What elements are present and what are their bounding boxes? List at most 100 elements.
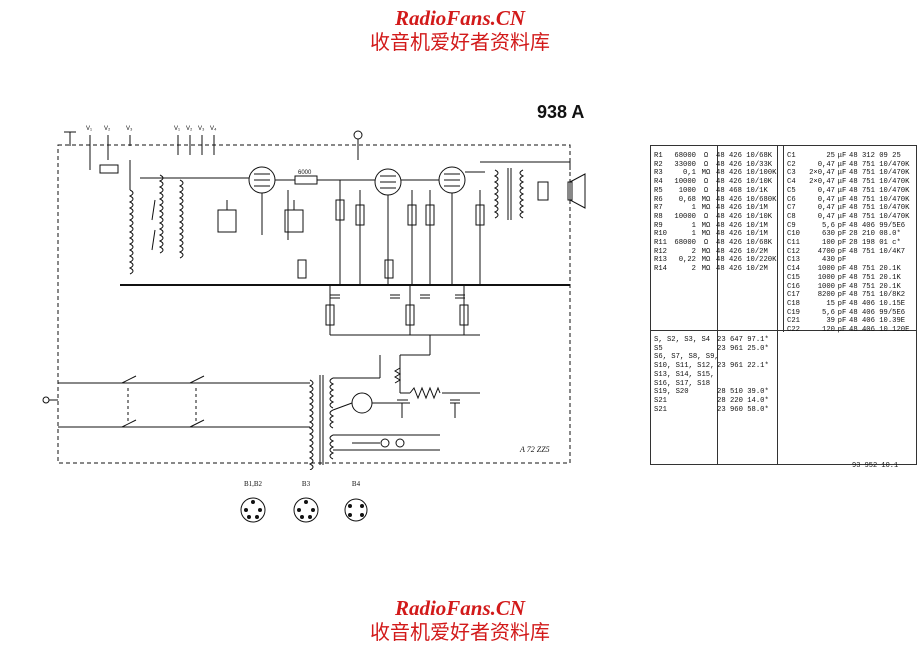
capacitor-row-code: 48 751 20.1K	[849, 282, 901, 291]
watermark-bottom: RadioFans.CN 收音机爱好者资料库	[0, 596, 920, 644]
capacitor-row-value: 2×0,47	[809, 178, 835, 187]
capacitor-row-code: 48 751 20.1K	[849, 273, 901, 282]
resistor-row-ref: R13	[654, 256, 667, 265]
switch-row-refs: S21	[654, 396, 667, 405]
resistor-row-code: 48 426 10/1M	[716, 221, 768, 230]
resistor-row-unit: MΩ	[701, 195, 711, 204]
switch-row-code: 23 647 97.1*	[717, 336, 769, 344]
resistor-row-ref: R14	[654, 265, 667, 274]
v-label-2: V₂	[104, 126, 111, 132]
resistor-row-value: 33000	[674, 160, 696, 169]
switch-row-refs: S, S2, S3, S4	[654, 336, 711, 344]
resistor-row-ref: R7	[654, 204, 663, 213]
watermark-site: RadioFans.CN	[394, 6, 526, 30]
switch-row-code: 23 960 58.0*	[717, 405, 769, 414]
capacitor-row-unit: μF	[837, 178, 847, 187]
plug-diagram	[344, 498, 368, 522]
capacitor-row-unit: pF	[837, 239, 847, 248]
capacitor-row-unit: μF	[837, 204, 847, 213]
capacitor-row-ref: C15	[787, 273, 800, 282]
capacitor-row-value: 630	[822, 230, 835, 239]
switch-row: S16, S17, S18	[654, 380, 777, 389]
capacitor-row-unit: pF	[837, 282, 847, 291]
capacitor-row-value: 5,6	[822, 221, 835, 230]
v-label-7: V₄	[210, 126, 217, 132]
capacitor-row-code: 48 751 10/470K	[849, 160, 910, 169]
switch-row: S13, S14, S15,	[654, 371, 777, 380]
capacitor-row-value: 0,47	[817, 212, 835, 221]
capacitor-row-code: 48 406 10 120E	[849, 326, 910, 335]
capacitor-row-ref: C22	[787, 326, 800, 335]
resistor-row-value: 2	[691, 265, 696, 274]
capacitor-row-unit: pF	[837, 317, 847, 326]
switch-row-refs: S21	[654, 405, 667, 414]
capacitor-row-code: 48 751 10/470K	[849, 186, 910, 195]
switch-row: S10, S11, S12,23 961 22.1*	[654, 362, 777, 371]
document-number: 93 952 10.1	[852, 462, 899, 470]
resistor-row-value: 10000	[674, 212, 696, 221]
resistor-row-unit: MΩ	[701, 230, 711, 239]
resistor-row-code: 48 426 10/68K	[716, 239, 773, 248]
capacitor-row-code: 48 312 09 25	[849, 152, 901, 160]
capacitor-row-code: 48 751 10/470K	[849, 204, 910, 213]
resistor-row-value: 68000	[674, 152, 696, 160]
capacitor-row-code: 48 406 10.15E	[849, 299, 906, 308]
resistor-row-ref: R12	[654, 247, 667, 256]
capacitor-row-ref: C13	[787, 256, 800, 265]
resistor-row-unit: Ω	[703, 178, 709, 187]
r-value-label: 6000	[298, 170, 312, 176]
resistor-row-code: 48 426 10/10K	[716, 178, 773, 187]
resistor-row-unit: MΩ	[701, 256, 711, 265]
resistor-row-value: 2	[691, 247, 696, 256]
resistor-row-ref: R1	[654, 152, 663, 160]
capacitor-row-value: 8200	[817, 291, 835, 300]
capacitor-row-unit: pF	[837, 273, 847, 282]
plug-diagram	[293, 497, 319, 523]
capacitor-row-value: 100	[822, 239, 835, 248]
resistor-row-ref: R5	[654, 186, 663, 195]
capacitor-row-ref: C8	[787, 212, 796, 221]
capacitor-row-value: 1000	[817, 265, 835, 274]
capacitor-row-unit: μF	[837, 186, 847, 195]
capacitor-row-unit: pF	[837, 230, 847, 239]
v-label-4: V₁	[174, 126, 180, 132]
capacitor-row-value: 430	[822, 256, 835, 265]
resistor-row-ref: R11	[654, 239, 667, 248]
switch-row-refs: S19, S20	[654, 388, 689, 397]
resistor-row-value: 10000	[674, 178, 696, 187]
switch-row: S6, S7, S8, S9,	[654, 353, 777, 362]
capacitor-row-code: 48 751 10/470K	[849, 195, 910, 204]
v-label-5: V₂	[186, 126, 193, 132]
column-divider	[777, 146, 778, 464]
resistor-row-code: 48 426 10/1M	[716, 204, 768, 213]
resistor-row-unit: MΩ	[701, 204, 711, 213]
capacitor-row-ref: C7	[787, 204, 796, 213]
capacitor-row-unit: pF	[837, 256, 847, 265]
watermark-site: RadioFans.CN	[394, 596, 526, 620]
switch-row-refs: S5	[654, 344, 663, 353]
resistor-row-unit: Ω	[703, 239, 709, 248]
plug-b3: B3	[286, 480, 326, 530]
drawing-number: A 72 ZZ5	[520, 445, 550, 454]
capacitor-row-code: 48 406 99/5E6	[849, 308, 906, 317]
model-number: 938 A	[537, 102, 585, 122]
switch-row-code: 23 961 22.1*	[717, 362, 769, 371]
capacitor-row-code: 48 751 10/470K	[849, 169, 910, 178]
resistor-row-unit: Ω	[703, 160, 709, 169]
capacitor-row-value: 4700	[817, 247, 835, 256]
switch-row-refs: S10, S11, S12,	[654, 362, 715, 371]
capacitor-row-ref: C19	[787, 308, 800, 317]
